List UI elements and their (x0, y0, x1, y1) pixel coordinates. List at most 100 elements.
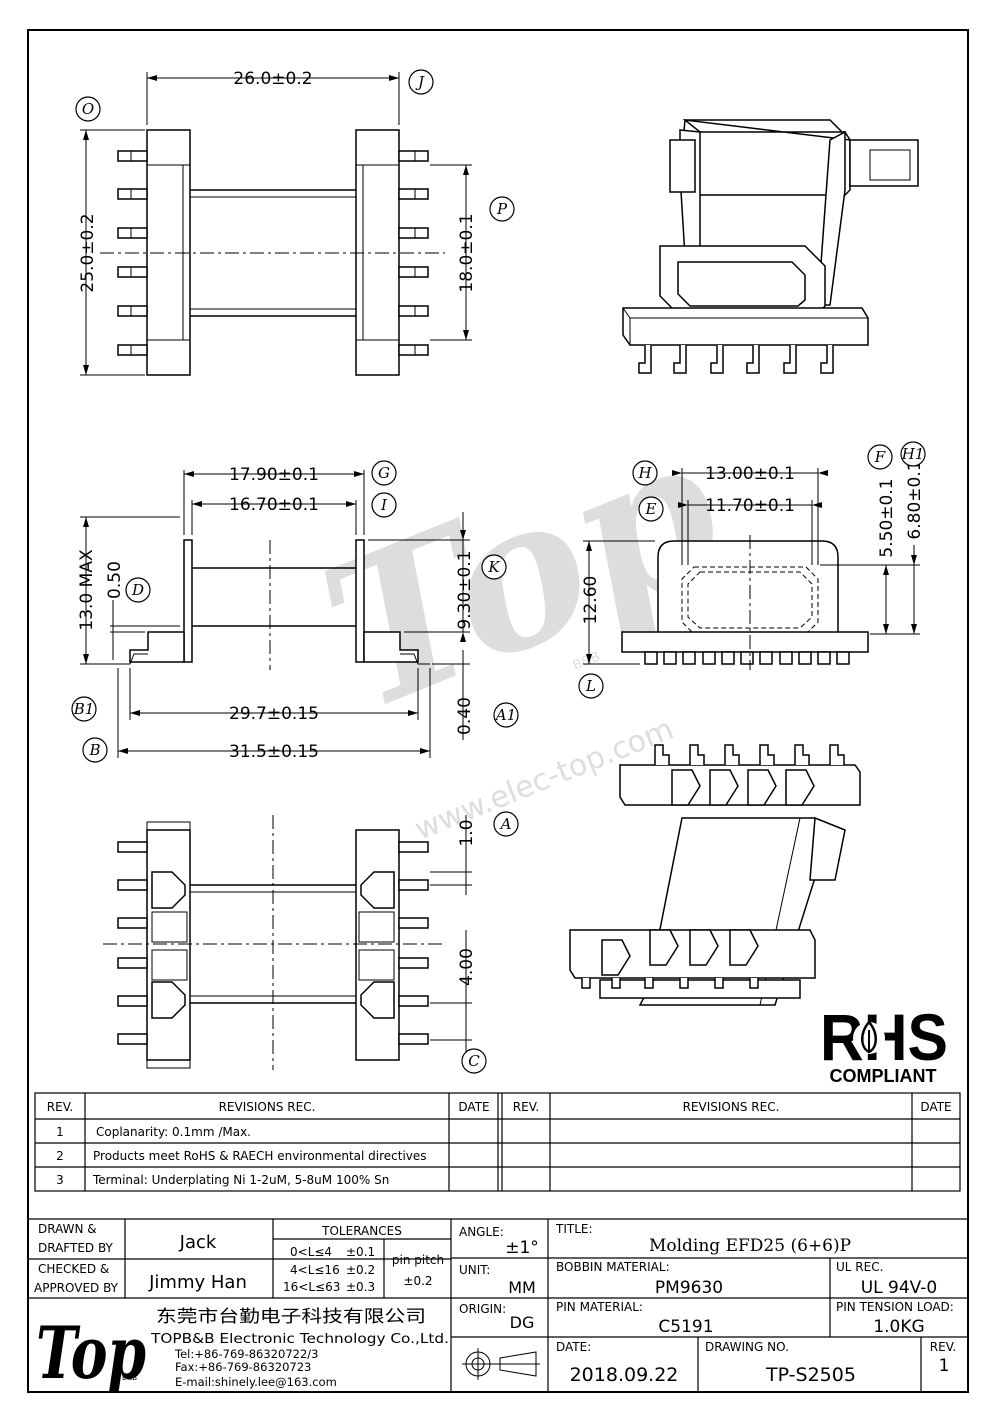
dim-end-height: 12.60 (581, 576, 601, 625)
top-view: 26.0±0.2 25.0±0.2 18.0±0.1 O J P (75, 69, 515, 376)
iso-top-pins (638, 345, 834, 374)
svg-text:O: O (82, 100, 94, 118)
rev-header-left: REV. (47, 1100, 73, 1114)
callout-p: P (489, 196, 515, 222)
svg-text:L: L (585, 677, 596, 695)
dim-side-pin-off: 0.40 (455, 697, 475, 735)
dim-side-outer: 17.90±0.1 (229, 465, 319, 485)
svg-text:H1: H1 (901, 445, 925, 463)
angle-label: ANGLE: (459, 1225, 504, 1239)
title-block: DRAWN & DRAFTED BY Jack CHECKED & APPROV… (28, 1218, 968, 1395)
sheet-border (27, 29, 969, 1393)
callout-h: H (632, 460, 658, 486)
dim-bottom-pitch-a: 1.0 (457, 819, 477, 846)
callout-e: E (638, 496, 664, 522)
tolerances-label: TOLERANCES (321, 1224, 402, 1238)
svg-text:P: P (496, 200, 508, 218)
callout-d: D (125, 577, 151, 603)
dim-end-outer: 13.00±0.1 (705, 464, 795, 484)
callout-h1: H1 (900, 441, 926, 467)
rohs-compliant: COMPLIANT (830, 1066, 937, 1086)
revision-row-3-rev: 3 (56, 1173, 64, 1187)
iso-bottom-pins-bottom (581, 978, 759, 989)
company-logo: Top B&B (36, 1310, 146, 1395)
unit-label: UNIT: (459, 1263, 490, 1277)
revision-row-1-rev: 1 (56, 1125, 64, 1139)
ul-value: UL 94V-0 (861, 1278, 938, 1298)
logo-small-text: B&B (122, 1374, 137, 1382)
callout-a1: A1 (493, 702, 519, 728)
date-label: DATE: (556, 1340, 591, 1354)
callout-i: I (371, 492, 397, 518)
revision-row-3-text: Terminal: Underplating Ni 1-2uM, 5-8uM 1… (92, 1173, 389, 1187)
dim-end-h2: 6.80±0.1 (905, 460, 925, 539)
company-name-en: TOPB&B Electronic Technology Co.,Ltd. (150, 1331, 449, 1347)
tension-label: PIN TENSION LOAD: (836, 1300, 954, 1314)
rec-header-left: REVISIONS REC. (219, 1100, 316, 1114)
iso-bottom-tabs (601, 769, 815, 976)
callout-o: O (75, 96, 101, 122)
svg-text:A1: A1 (494, 706, 516, 724)
dim-end-h1: 5.50±0.1 (877, 478, 897, 557)
dim-top-width: 26.0±0.2 (233, 69, 312, 89)
tol-row-3-val: ±0.3 (346, 1280, 375, 1294)
dim-end-inner: 11.70±0.1 (705, 496, 795, 516)
drawn-by-value: Jack (179, 1232, 217, 1253)
company-tel: Tel:+86-769-86320722/3 (174, 1347, 318, 1361)
unit-value: MM (508, 1278, 536, 1297)
pin-pitch-val: ±0.2 (403, 1274, 432, 1288)
pin-material-label: PIN MATERIAL: (556, 1300, 643, 1314)
drawing-no-value: TP-S2505 (765, 1364, 856, 1386)
iso-view-bottom (569, 744, 861, 1006)
rev-label: REV. (930, 1340, 956, 1354)
bottom-view: 1.0 4.00 A C (103, 811, 519, 1074)
origin-label: ORIGIN: (459, 1302, 506, 1316)
dim-side-inner: 16.70±0.1 (229, 495, 319, 515)
tol-row-2-range: 4<L≤16 (290, 1263, 340, 1277)
logo-text: Top (36, 1310, 146, 1395)
revision-row-2-rev: 2 (56, 1149, 64, 1163)
date-header-right: DATE (920, 1100, 951, 1114)
company-email: E-mail:shinely.lee@163.com (175, 1375, 337, 1389)
dim-side-height: 13.0 MAX (77, 549, 97, 631)
callout-b1: B1 (71, 696, 97, 722)
svg-text:K: K (487, 558, 500, 576)
rev-header-right: REV. (513, 1100, 539, 1114)
svg-text:I: I (380, 496, 388, 514)
bobbin-label: BOBBIN MATERIAL: (556, 1260, 670, 1274)
rohs-leaf-icon (853, 1020, 885, 1054)
callout-a: A (493, 811, 519, 837)
svg-text:E: E (645, 500, 657, 518)
iso-bottom-pins-top (654, 744, 845, 765)
ul-label: UL REC. (836, 1260, 883, 1274)
origin-value: DG (510, 1313, 535, 1332)
dim-side-core: 9.30±0.1 (455, 550, 475, 629)
projection-symbol-icon (462, 1348, 540, 1380)
side-view: 17.90±0.1 16.70±0.1 13.0 MAX 0.50 9.30±0… (71, 460, 519, 763)
revision-row-2-text: Products meet RoHS & RAECH environmental… (93, 1149, 427, 1163)
bobbin-value: PM9630 (655, 1278, 723, 1298)
callout-j: J (408, 69, 434, 95)
svg-text:F: F (874, 448, 886, 466)
end-pins (644, 651, 850, 665)
revision-table: REV. REVISIONS REC. DATE REV. REVISIONS … (34, 1092, 961, 1192)
callout-f: F (867, 444, 893, 470)
svg-text:B1: B1 (73, 700, 95, 718)
angle-value: ±1° (505, 1238, 539, 1258)
drawn-label-1: DRAWN & (38, 1222, 97, 1236)
rec-header-right: REVISIONS REC. (683, 1100, 780, 1114)
pin-material-value: C5191 (658, 1317, 713, 1337)
drawing-no-label: DRAWING NO. (705, 1340, 789, 1354)
top-left-pins (117, 150, 148, 356)
callout-b: B (82, 737, 108, 763)
dim-pin-span-outer: 31.5±0.15 (229, 742, 319, 762)
dim-side-flange: 0.50 (105, 561, 125, 599)
iso-view-top (622, 118, 919, 374)
tol-row-3-range: 16<L≤63 (283, 1280, 340, 1294)
drawn-label-2: DRAFTED BY (38, 1241, 114, 1255)
pin-pitch-label: pin pitch (392, 1253, 444, 1267)
title-value: Molding EFD25 (6+6)P (649, 1236, 851, 1256)
svg-text:J: J (415, 73, 425, 91)
title-label: TITLE: (555, 1222, 593, 1236)
